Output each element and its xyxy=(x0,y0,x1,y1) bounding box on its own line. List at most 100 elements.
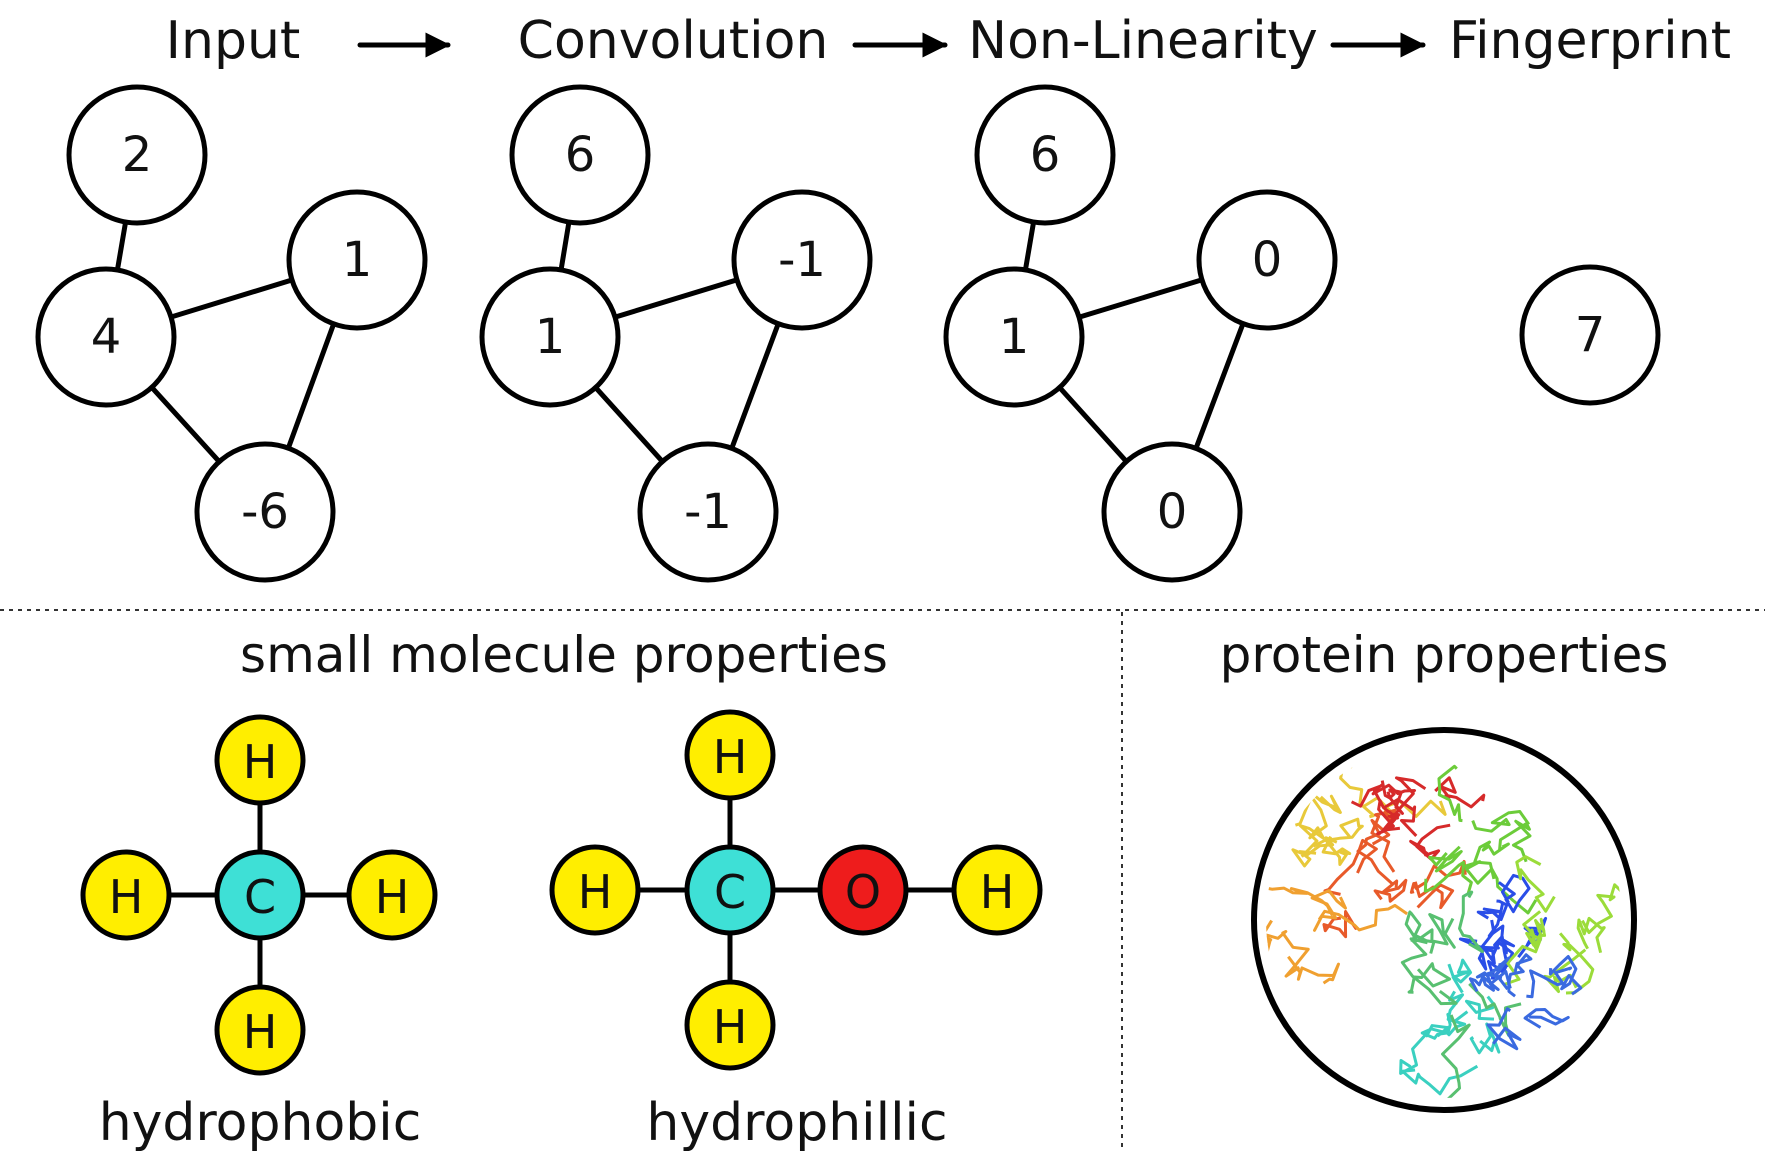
protein-strand xyxy=(1476,899,1509,922)
node-value: -6 xyxy=(241,484,289,540)
graph-node: -6 xyxy=(194,441,336,583)
graph-node: 1 xyxy=(479,266,621,408)
protein-strand xyxy=(1407,962,1452,994)
node-value: 4 xyxy=(91,309,122,365)
stage-nonlinearity-label: Non-Linearity xyxy=(968,11,1318,71)
atom-symbol: H xyxy=(375,870,410,924)
graph-node: 1 xyxy=(943,266,1085,408)
fingerprint-node: 7 xyxy=(1519,264,1661,406)
protein-strand xyxy=(1497,819,1532,863)
graph-node: 0 xyxy=(1196,189,1338,331)
protein-strand xyxy=(1409,823,1451,861)
protein-strand xyxy=(1401,1064,1479,1096)
graph-node: 6 xyxy=(974,84,1116,226)
atom-symbol: C xyxy=(714,865,746,919)
hydrogen-atom: H xyxy=(214,984,306,1076)
protein-strand xyxy=(1434,776,1486,809)
stage-convolution-label: Convolution xyxy=(518,11,829,71)
node-value: 1 xyxy=(535,309,566,365)
protein-strand xyxy=(1468,956,1511,993)
node-value: 6 xyxy=(565,127,596,183)
hydrogen-atom: H xyxy=(684,979,776,1071)
graph-node: -1 xyxy=(637,441,779,583)
hydrophobic-molecule: H H C H H hydrophobic xyxy=(80,714,438,1153)
protein-strand xyxy=(1381,776,1427,832)
hydrogen-atom: H xyxy=(214,714,306,806)
graph-node: 0 xyxy=(1101,441,1243,583)
protein-strand xyxy=(1515,855,1556,913)
protein-strand xyxy=(1372,782,1401,836)
protein-strand xyxy=(1526,966,1573,999)
protein-strand xyxy=(1486,1007,1522,1051)
protein-strand xyxy=(1473,840,1510,880)
atom-symbol: H xyxy=(980,865,1015,919)
hydrophillic-caption: hydrophillic xyxy=(646,1093,947,1153)
protein-frame xyxy=(1251,727,1637,1113)
hydrogen-atom: H xyxy=(80,849,172,941)
atom-symbol: H xyxy=(243,735,278,789)
protein-strand xyxy=(1497,873,1531,914)
protein-strand xyxy=(1581,883,1622,935)
protein-strand xyxy=(1404,910,1434,944)
protein-strand xyxy=(1428,913,1456,954)
protein-strand xyxy=(1322,909,1358,939)
graph-node: 4 xyxy=(35,266,177,408)
stage-input-label: Input xyxy=(166,11,301,71)
graph-node: 6 xyxy=(509,84,651,226)
protein-strand xyxy=(1468,982,1522,1037)
carbon-atom: C xyxy=(214,849,306,941)
protein-strand xyxy=(1266,919,1310,978)
atom-symbol: H xyxy=(243,1005,278,1059)
graph-node: 2 xyxy=(66,84,208,226)
small-molecule-title: small molecule properties xyxy=(240,626,888,684)
protein-strand xyxy=(1447,958,1473,994)
protein-strand xyxy=(1428,845,1463,873)
node-value: 1 xyxy=(999,309,1030,365)
protein-strand xyxy=(1458,890,1484,954)
convolution-graph: 6 1 -1 -1 xyxy=(479,84,873,583)
graph-node: 1 xyxy=(286,189,428,331)
hydrophillic-molecule: H H C O H H hydrophillic xyxy=(549,709,1043,1153)
nonlinearity-graph: 6 1 0 0 xyxy=(943,84,1338,583)
protein-strand xyxy=(1522,910,1547,949)
protein-strand xyxy=(1441,1014,1471,1098)
atom-symbol: H xyxy=(578,865,613,919)
protein-strand xyxy=(1400,937,1458,1006)
protein-strand xyxy=(1291,836,1338,868)
stage-fingerprint-label: Fingerprint xyxy=(1449,11,1731,71)
hydrophobic-caption: hydrophobic xyxy=(99,1093,422,1153)
protein-strand xyxy=(1502,928,1543,987)
hydrogen-atom: H xyxy=(346,849,438,941)
atom-symbol: H xyxy=(109,870,144,924)
protein-strand xyxy=(1310,889,1347,932)
node-value: 6 xyxy=(1030,127,1061,183)
oxygen-atom: O xyxy=(817,844,909,936)
hydrogen-atom: H xyxy=(951,844,1043,936)
hydrogen-atom: H xyxy=(549,844,641,936)
protein-strand xyxy=(1576,916,1606,954)
protein-structure-image xyxy=(1266,747,1622,1098)
node-value: 0 xyxy=(1157,484,1188,540)
pipeline-header: Input Convolution Non-Linearity Fingerpr… xyxy=(166,11,1731,71)
graph-node: -1 xyxy=(731,189,873,331)
protein-illustration xyxy=(1251,727,1637,1113)
atom-symbol: H xyxy=(713,1000,748,1054)
node-value: 0 xyxy=(1252,232,1283,288)
node-value: 2 xyxy=(122,127,153,183)
protein-strand xyxy=(1298,797,1328,858)
node-value: -1 xyxy=(684,484,732,540)
protein-strand xyxy=(1523,1008,1570,1029)
protein-strand xyxy=(1399,1024,1450,1075)
protein-strand xyxy=(1287,955,1340,985)
protein-strand xyxy=(1548,955,1583,996)
carbon-atom: C xyxy=(684,844,776,936)
protein-strand xyxy=(1373,878,1408,903)
node-value: 1 xyxy=(342,232,373,288)
protein-strand xyxy=(1543,948,1587,994)
atom-symbol: O xyxy=(845,865,881,919)
protein-strand xyxy=(1471,809,1531,833)
protein-strand xyxy=(1469,1022,1501,1055)
node-value: -1 xyxy=(778,232,826,288)
